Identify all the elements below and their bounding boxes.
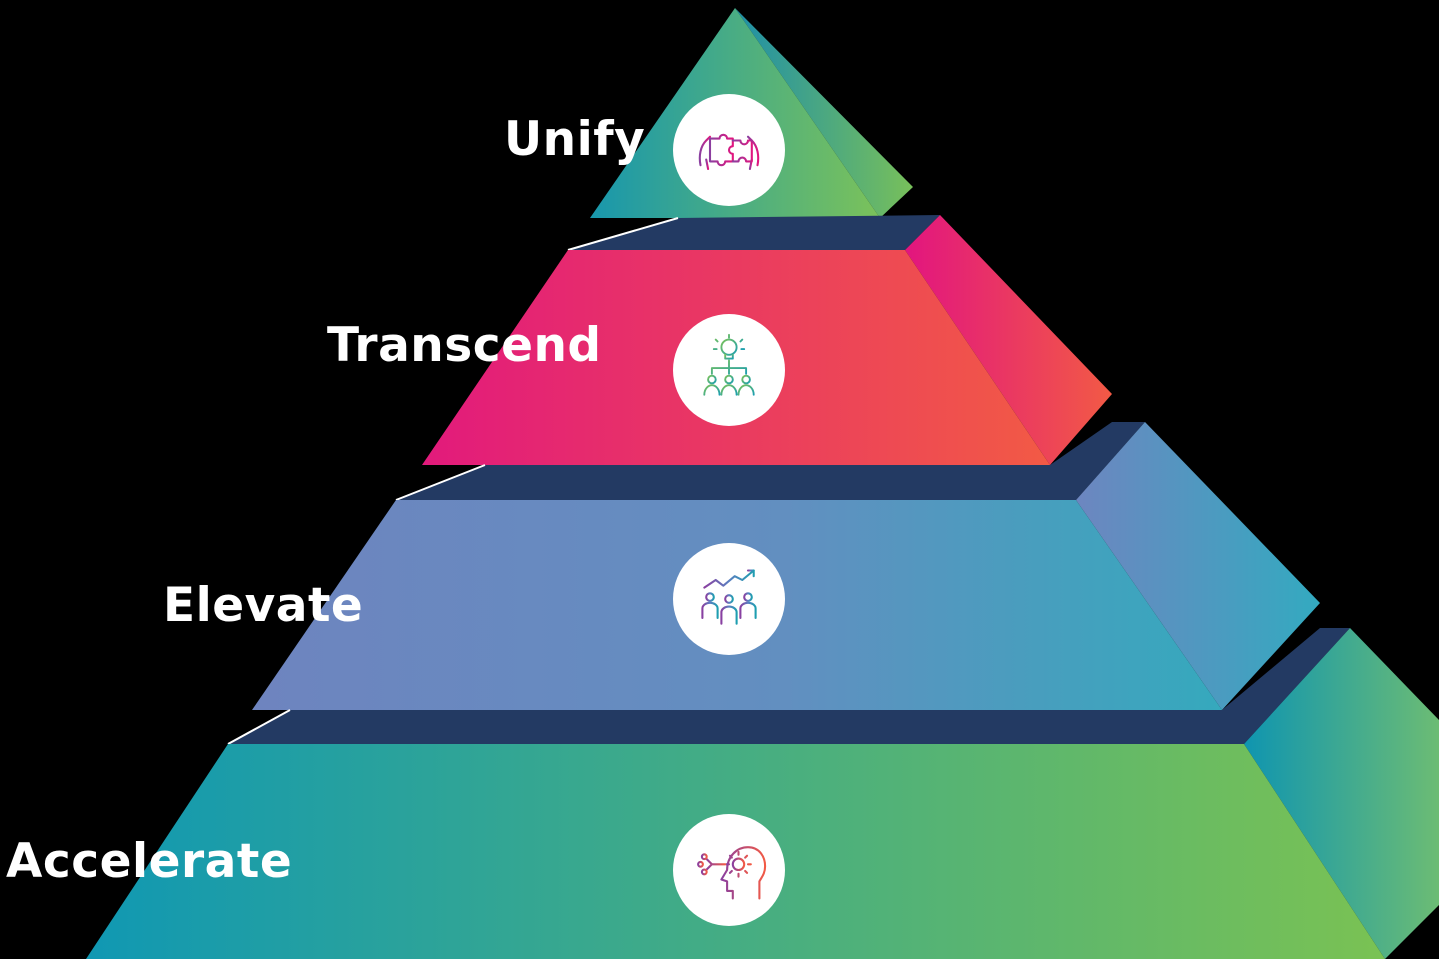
level-label-accelerate: Accelerate bbox=[6, 834, 293, 889]
puzzle-hands-icon bbox=[698, 133, 760, 171]
accelerate-step-top bbox=[228, 628, 1350, 744]
level-label-transcend: Transcend bbox=[327, 318, 602, 373]
accelerate-icon-circle bbox=[673, 814, 785, 926]
level-elevate bbox=[252, 422, 1320, 710]
unify-side-face bbox=[735, 8, 913, 218]
unify-icon-circle bbox=[673, 94, 785, 206]
transcend-step-top bbox=[568, 215, 940, 250]
level-label-elevate: Elevate bbox=[163, 578, 364, 633]
transcend-side-face bbox=[905, 215, 1112, 465]
team-growth-icon bbox=[701, 569, 757, 625]
elevate-step-top bbox=[396, 422, 1145, 500]
transcend-icon-circle bbox=[673, 314, 785, 426]
accelerate-side-face bbox=[1244, 628, 1439, 959]
level-label-unify: Unify bbox=[504, 112, 646, 167]
idea-team-icon bbox=[703, 333, 755, 396]
ai-head-gear-icon bbox=[697, 846, 767, 900]
elevate-side-face bbox=[1076, 422, 1320, 710]
elevate-icon-circle bbox=[673, 543, 785, 655]
